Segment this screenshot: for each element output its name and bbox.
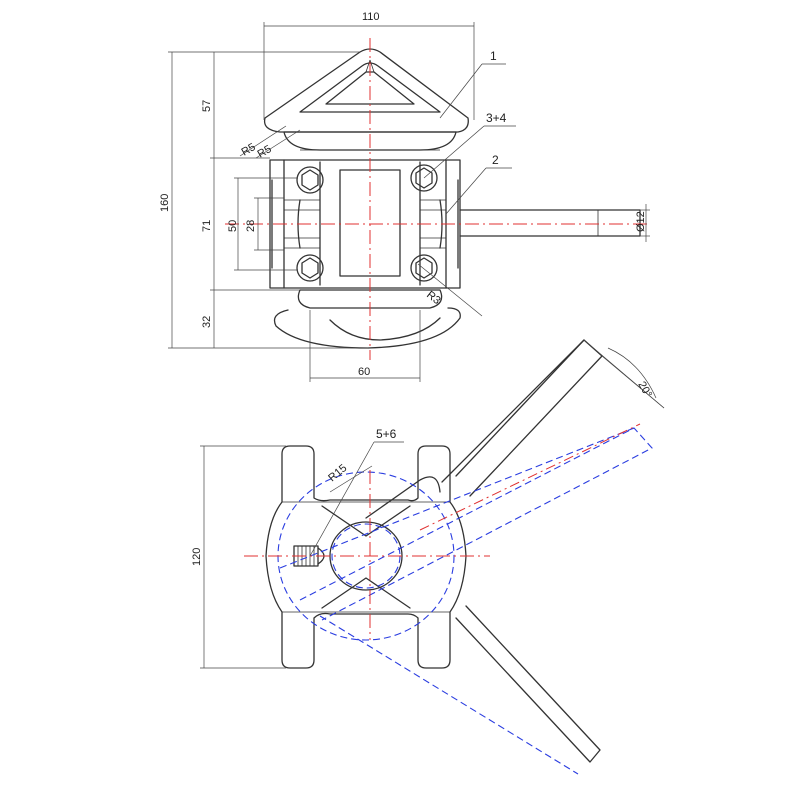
hex-nuts	[296, 164, 438, 282]
dim-57-label: 57	[201, 100, 213, 112]
dim-50: 50	[227, 177, 298, 271]
dim-160-label: 160	[159, 194, 171, 212]
dim-160: 160	[159, 51, 368, 349]
svg-text:1: 1	[490, 49, 497, 63]
top-view: 110 57 160 71 50	[159, 11, 650, 382]
svg-text:R3: R3	[424, 289, 442, 307]
svg-text:2: 2	[492, 153, 499, 167]
dim-110-label: 110	[362, 11, 380, 23]
handle-rod	[459, 209, 641, 237]
callout-3-4: 3+4	[423, 111, 516, 179]
callout-5-6: 5+6	[309, 427, 404, 557]
bottom-saddle	[273, 289, 461, 349]
dim-d12-label: Ø12	[635, 211, 647, 232]
angle-20: 20°	[583, 339, 665, 409]
dim-60: 60	[309, 310, 421, 382]
dim-d12: Ø12	[635, 204, 650, 242]
radius-r15: R15	[326, 462, 373, 493]
svg-text:5+6: 5+6	[376, 427, 397, 441]
dim-60-label: 60	[358, 366, 370, 378]
svg-text:3+4: 3+4	[486, 111, 507, 125]
dim-57: 57	[201, 51, 360, 159]
dim-120-label: 120	[191, 548, 203, 566]
dim-71-label: 71	[201, 220, 213, 232]
dim-50-label: 50	[227, 220, 239, 232]
radius-r15-label: R15	[326, 462, 349, 484]
dim-120: 120	[191, 445, 286, 669]
dim-71: 71	[201, 158, 300, 291]
callout-1: 1	[439, 49, 506, 119]
cone-part	[263, 48, 469, 151]
dim-32-label: 32	[201, 316, 213, 328]
dim-28: 28	[245, 197, 284, 251]
dim-32: 32	[201, 290, 215, 348]
dim-110: 110	[263, 11, 475, 120]
dim-28-label: 28	[245, 220, 257, 232]
callout-2: 2	[445, 153, 512, 215]
side-view: 120 R15 20° 5+6	[191, 339, 665, 775]
